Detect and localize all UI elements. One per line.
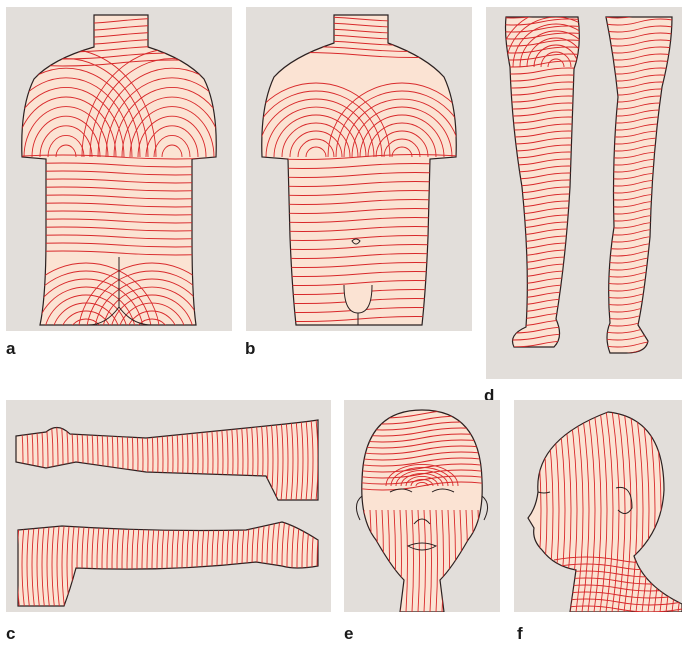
cleavage-line: [76, 327, 96, 331]
panel-face-front-view: [344, 400, 500, 612]
cleavage-line: [678, 410, 682, 612]
label-f: f: [517, 625, 523, 642]
front-body-figure: [246, 7, 472, 331]
cleavage-line: [672, 410, 679, 612]
cleavage-line: [484, 510, 486, 612]
cleavage-line: [666, 410, 673, 612]
cleavage-line: [486, 348, 596, 354]
arms-figure: [6, 400, 331, 612]
face-front-figure: [344, 400, 500, 612]
label-e: e: [344, 625, 353, 642]
panel-front-view: [246, 7, 472, 331]
cleavage-line: [142, 327, 162, 331]
label-b: b: [245, 340, 255, 357]
cleavage-line: [322, 518, 325, 612]
label-a: a: [6, 340, 15, 357]
back-body-figure: [6, 7, 232, 331]
cleavage-line: [325, 410, 328, 510]
label-c: c: [6, 625, 15, 642]
panel-back-view: [6, 7, 232, 331]
panel-legs-view: [486, 7, 682, 379]
cleavage-line: [320, 410, 323, 510]
cleavage-line: [364, 510, 366, 612]
panel-face-profile-view: [514, 400, 682, 612]
cleavage-line: [478, 510, 480, 612]
legs-figure: [486, 7, 682, 379]
panel-arms-view: [6, 400, 331, 612]
face-profile-figure: [514, 400, 682, 612]
